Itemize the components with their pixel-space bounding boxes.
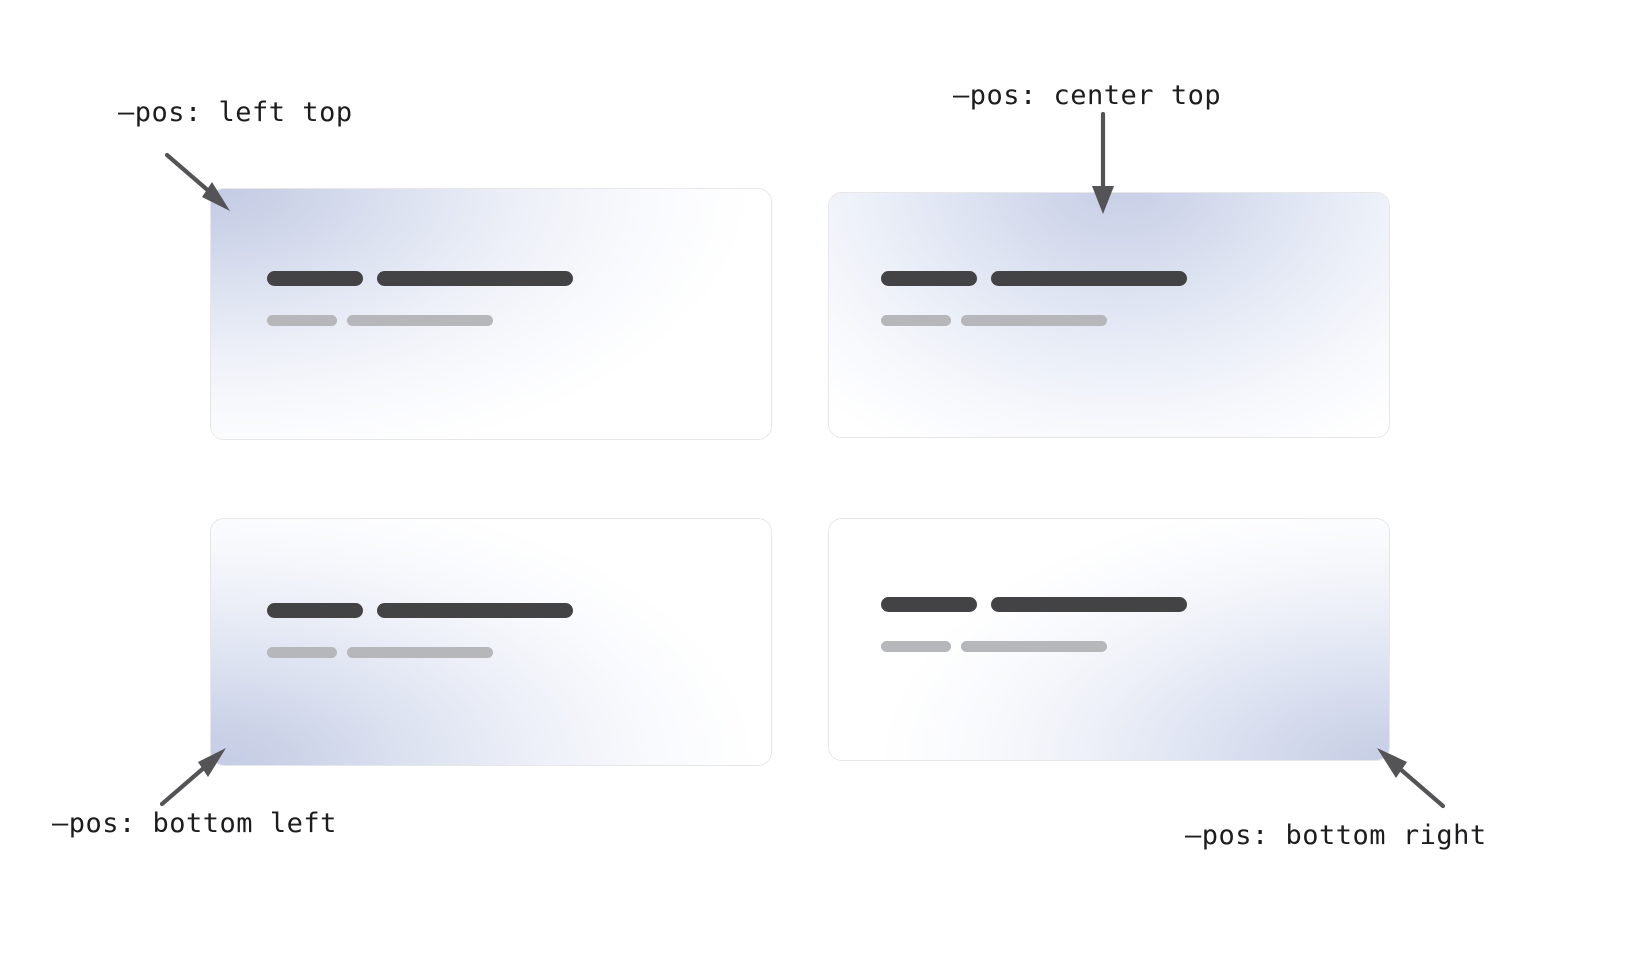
skeleton-bar — [347, 315, 493, 326]
card-center-top[interactable] — [828, 192, 1390, 438]
annotation-label-bottom-right: —pos: bottom right — [1185, 820, 1487, 851]
card-left-top[interactable] — [210, 188, 772, 440]
skeleton-bar — [991, 597, 1187, 612]
skeleton-rows — [881, 271, 1369, 326]
skeleton-bar — [267, 647, 337, 658]
skeleton-bar — [881, 641, 951, 652]
skeleton-bar — [961, 641, 1107, 652]
annotation-label-center-top: —pos: center top — [953, 80, 1222, 111]
skeleton-rows — [881, 597, 1369, 652]
skeleton-bar — [347, 647, 493, 658]
skeleton-bar — [377, 271, 573, 286]
skeleton-row-light — [881, 315, 1369, 326]
skeleton-bar — [881, 315, 951, 326]
annotation-label-bottom-left: —pos: bottom left — [52, 808, 337, 839]
skeleton-rows — [267, 271, 751, 326]
skeleton-row-dark — [881, 597, 1369, 612]
skeleton-row-dark — [267, 603, 751, 618]
skeleton-bar — [377, 603, 573, 618]
skeleton-bar — [961, 315, 1107, 326]
skeleton-bar — [881, 271, 977, 286]
annotation-label-left-top: —pos: left top — [118, 97, 353, 128]
card-bottom-left[interactable] — [210, 518, 772, 766]
skeleton-bar — [267, 271, 363, 286]
card-bottom-right[interactable] — [828, 518, 1390, 761]
skeleton-rows — [267, 603, 751, 658]
skeleton-bar — [881, 597, 977, 612]
skeleton-row-dark — [881, 271, 1369, 286]
skeleton-row-light — [267, 315, 751, 326]
skeleton-bar — [991, 271, 1187, 286]
skeleton-row-light — [267, 647, 751, 658]
skeleton-row-dark — [267, 271, 751, 286]
skeleton-bar — [267, 315, 337, 326]
skeleton-row-light — [881, 641, 1369, 652]
skeleton-bar — [267, 603, 363, 618]
